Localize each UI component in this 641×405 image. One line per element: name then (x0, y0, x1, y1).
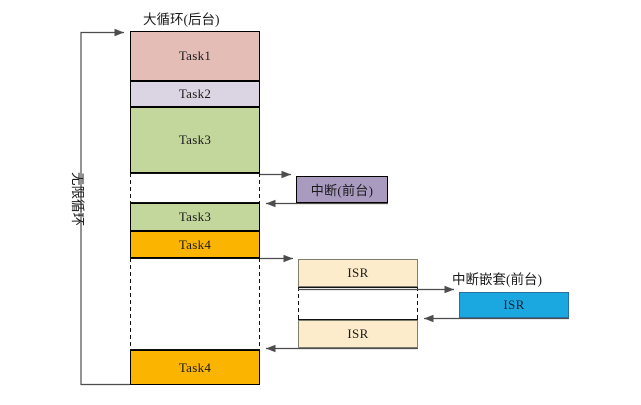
figure-caption (220, 394, 520, 404)
isr-box-label: ISR (347, 265, 369, 280)
task-block-label: Task4 (178, 236, 212, 252)
interrupt-box-label: 中断(前台) (310, 183, 374, 198)
task-block-label: Task4 (178, 359, 212, 375)
page-title-big-loop: 大循环(后台) (143, 12, 220, 27)
task-block-task4-first[interactable]: Task4 (130, 231, 260, 258)
interrupt-box[interactable]: 中断(前台) (296, 176, 388, 203)
isr-box-first[interactable]: ISR (298, 259, 418, 287)
task-block-task1[interactable]: Task1 (130, 31, 260, 81)
task-block-task2[interactable]: Task2 (130, 81, 260, 107)
task-block-label: Task2 (178, 86, 212, 101)
isr-box-label: ISR (347, 326, 369, 341)
task-block-task3-second[interactable]: Task3 (130, 203, 260, 231)
task-block-label: Task3 (178, 209, 212, 224)
task-block-label: Task1 (178, 48, 212, 63)
nested-isr-box-label: ISR (503, 297, 525, 312)
isr-box-second[interactable]: ISR (298, 320, 418, 348)
task-block-task4-second[interactable]: Task4 (130, 350, 260, 385)
infinite-loop-label: 无限循环 (70, 172, 85, 226)
nested-isr-box[interactable]: ISR (459, 292, 569, 318)
nested-interrupt-label: 中断嵌套(前台) (452, 272, 542, 287)
task-block-task3-first[interactable]: Task3 (130, 107, 260, 173)
task-block-label: Task3 (178, 132, 212, 147)
